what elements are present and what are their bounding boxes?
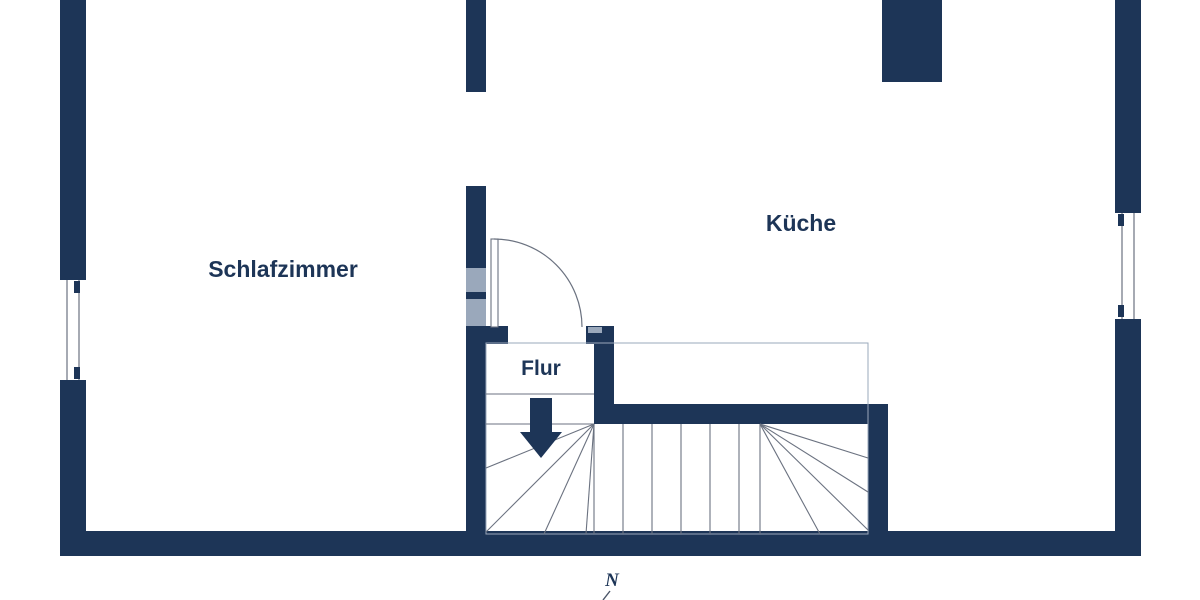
wall-left-lower: [60, 380, 86, 556]
door-leaf: [490, 238, 499, 328]
door-flur: [490, 238, 602, 333]
stair-right-winder: [759, 423, 869, 535]
compass-north-label: N: [604, 570, 620, 591]
room-label-kueche: Küche: [766, 210, 836, 236]
wall-flur-head-left: [466, 326, 508, 344]
stair-outline: [485, 342, 869, 535]
door-swing-arc: [493, 238, 583, 328]
compass-needle: [602, 590, 611, 600]
door-stop: [588, 327, 602, 333]
wall-stub-center-top: [466, 0, 486, 92]
window-left-wall: [60, 280, 86, 380]
room-label-schlafzimmer: Schlafzimmer: [208, 256, 358, 282]
wall-bottom: [60, 531, 1141, 556]
top-wall-stubs: [466, 0, 942, 92]
staircase: [485, 342, 869, 535]
door-jamb-tick: [466, 292, 486, 299]
stair-down-arrow: [520, 398, 562, 458]
compass-rose: N: [602, 570, 620, 600]
wall-flur-right: [594, 326, 614, 414]
window-right-wall: [1115, 213, 1141, 319]
flur-walls: [466, 326, 888, 534]
wall-right-lower: [1115, 319, 1141, 556]
wall-stub-kitchen-top: [882, 0, 942, 82]
room-label-flur: Flur: [521, 357, 561, 380]
windows-group: [60, 213, 1141, 380]
wall-partition-upper: [466, 186, 486, 268]
wall-partition-lower: [466, 326, 486, 534]
wall-stair-right: [868, 404, 888, 534]
stair-straight-run: [593, 424, 761, 534]
wall-stair-head: [594, 404, 888, 424]
interior-partition-center: [466, 186, 486, 534]
wall-right-upper: [1115, 0, 1141, 213]
exterior-walls: [60, 0, 1141, 556]
wall-left-upper: [60, 0, 86, 282]
